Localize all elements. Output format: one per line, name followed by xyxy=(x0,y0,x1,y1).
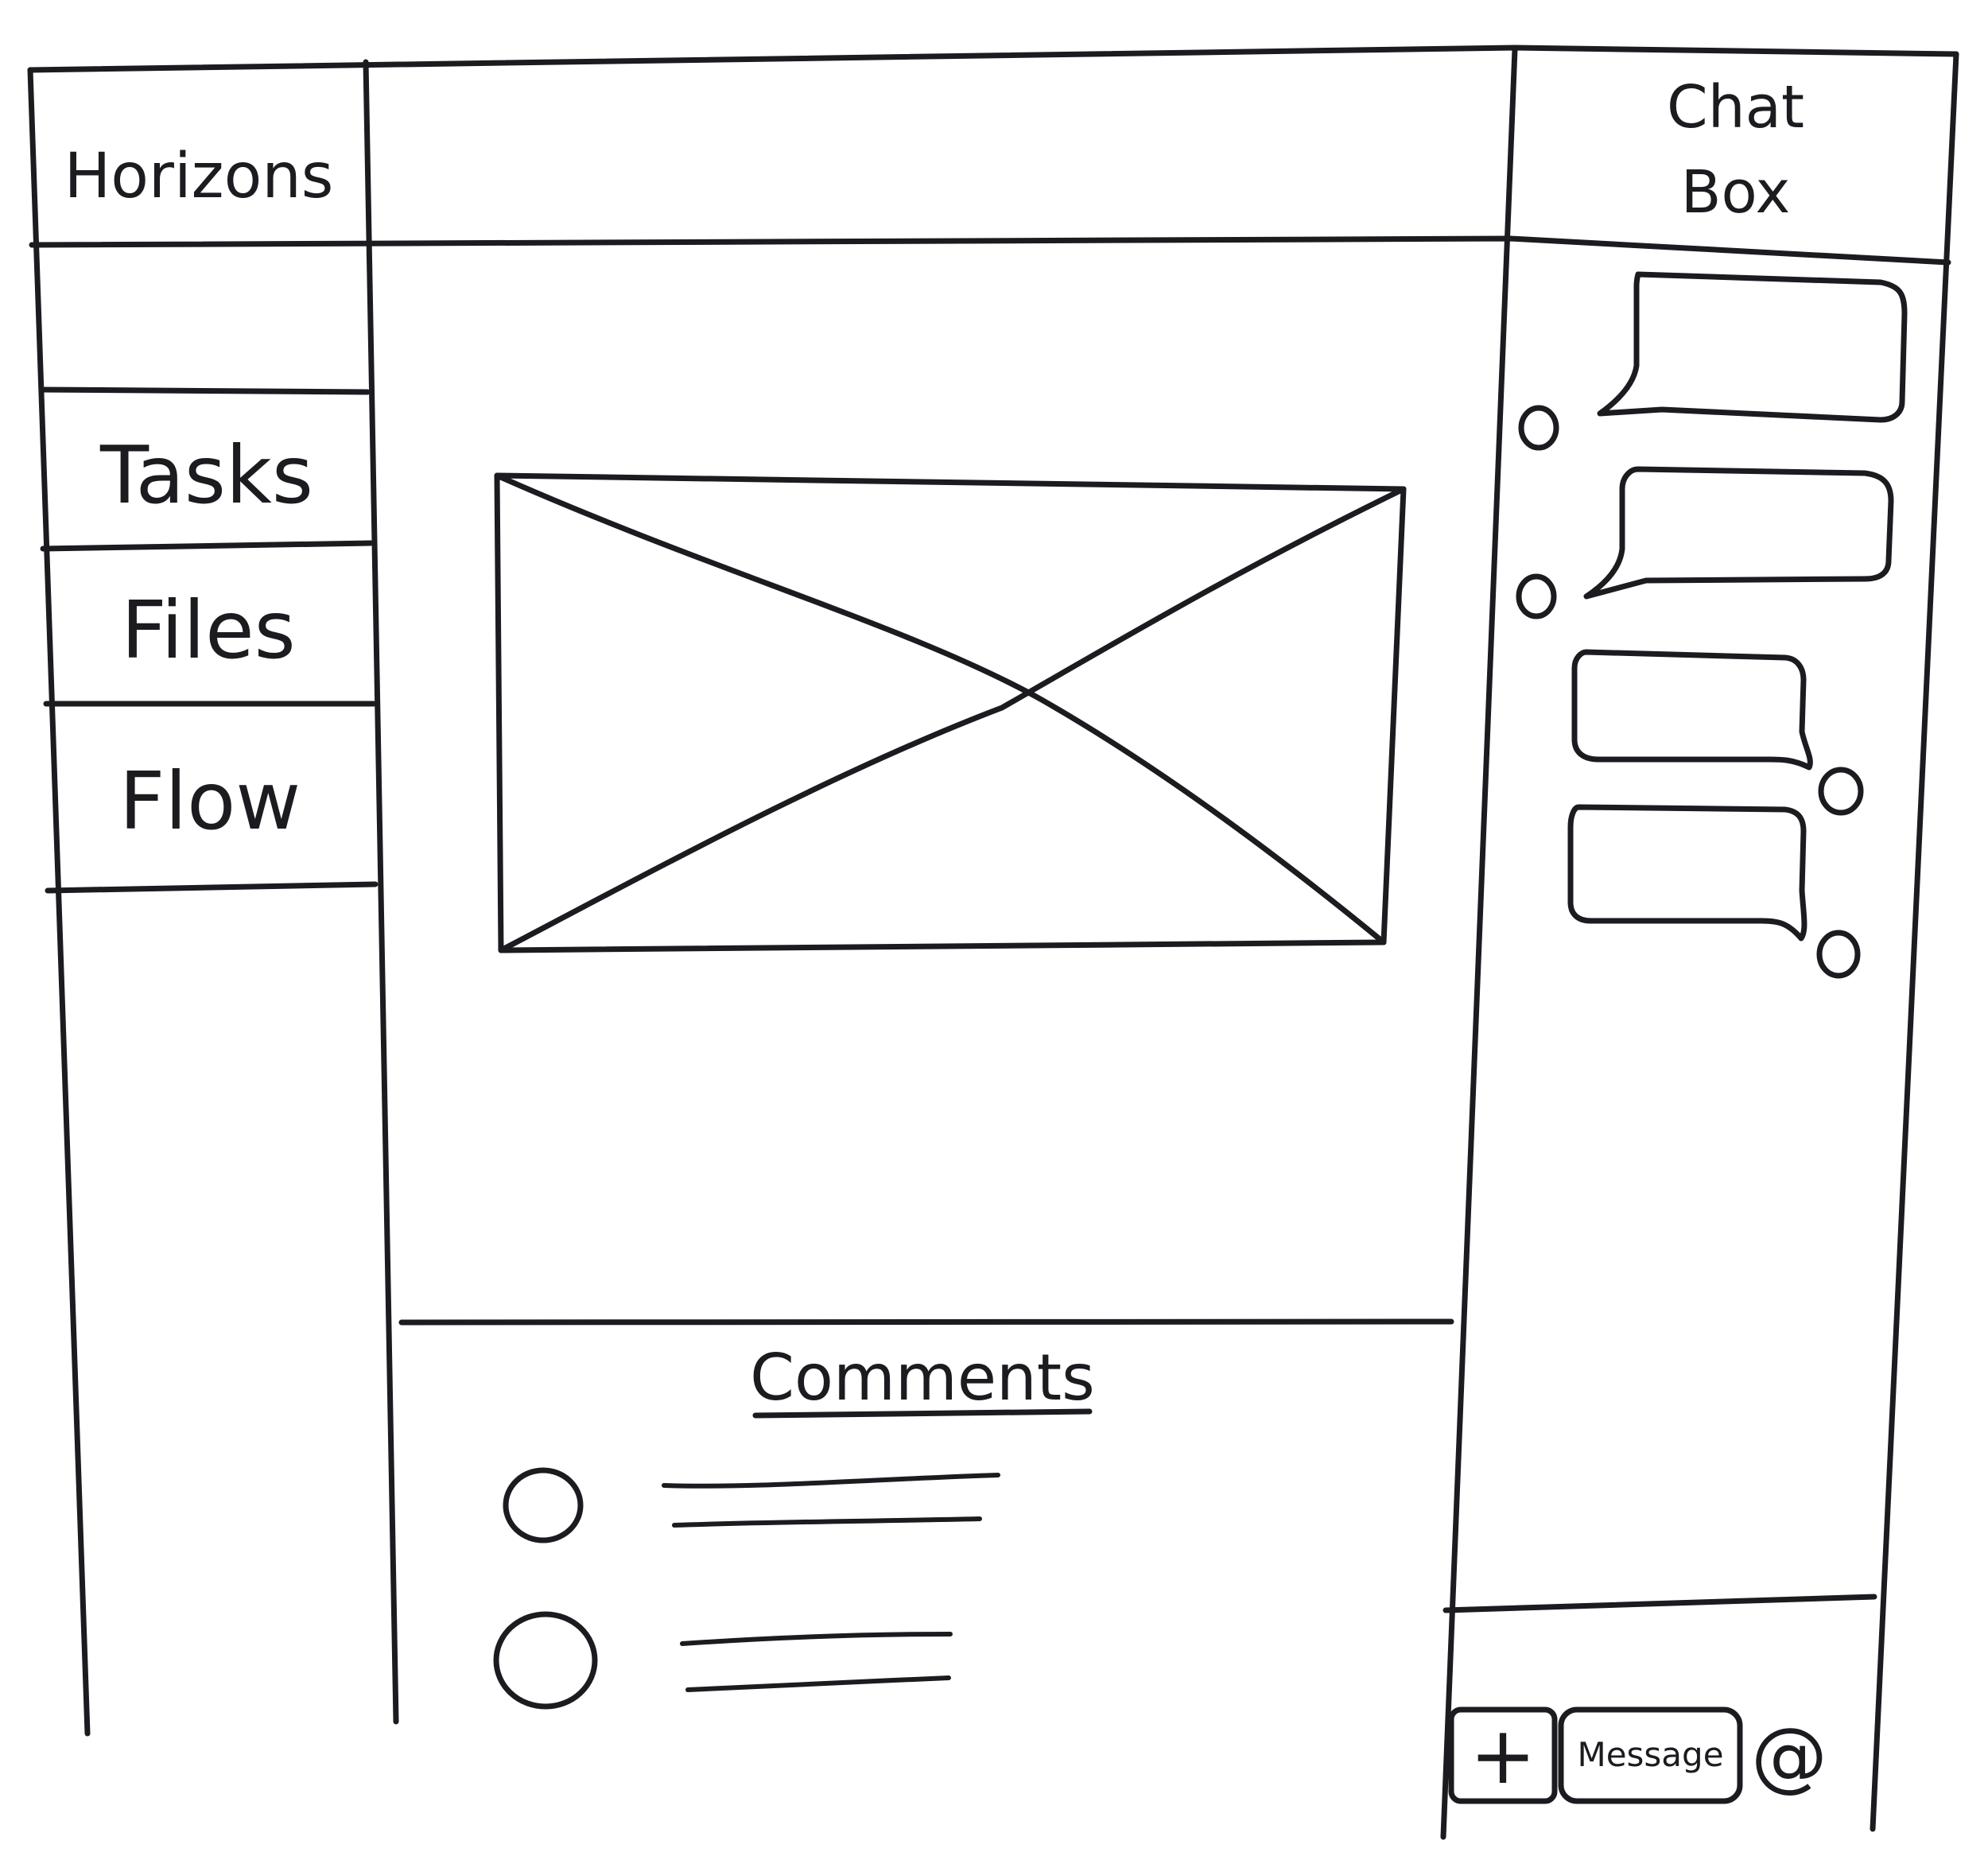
chat-title-line1: Chat xyxy=(1667,73,1804,142)
comments-underline xyxy=(752,1408,1093,1419)
sidebar-divider xyxy=(363,59,399,1725)
window-right-border xyxy=(1870,51,1959,1832)
message-input-frame xyxy=(1558,1706,1743,1804)
plus-icon: + xyxy=(1470,1709,1536,1802)
add-attachment-button[interactable]: + xyxy=(1451,1710,1555,1801)
chat-bubble-2 xyxy=(1583,466,1894,600)
chat-message-3 xyxy=(1574,652,1813,767)
chat-divider xyxy=(1440,46,1518,1840)
add-button-frame xyxy=(1448,1706,1558,1804)
sidebar-line-4 xyxy=(45,881,379,894)
chat-message-1 xyxy=(1600,274,1906,421)
app-title: Horizons xyxy=(64,141,334,212)
sidebar-item-label: Flow xyxy=(118,755,301,848)
comments-title: Comments xyxy=(750,1341,1095,1415)
comment-item-2 xyxy=(493,1610,970,1710)
chat-bubble-3 xyxy=(1571,649,1813,771)
comment-line-2a xyxy=(680,1632,953,1646)
mention-button[interactable]: @ xyxy=(1745,1710,1833,1801)
chat-bubble-1 xyxy=(1597,271,1908,423)
chat-bubble-4 xyxy=(1567,804,1807,942)
window-top-border xyxy=(27,45,1959,73)
sidebar-item-flow[interactable]: Flow xyxy=(47,706,373,885)
chat-avatar-4 xyxy=(1816,930,1861,979)
sidebar-item-tasks[interactable]: Tasks xyxy=(44,392,370,545)
image-placeholder-cross-b xyxy=(498,486,1407,953)
comment-line-1a xyxy=(662,1473,1000,1489)
sidebar-item-files[interactable]: Files xyxy=(45,547,371,702)
chat-avatar-2 xyxy=(1516,573,1557,619)
chat-input-divider xyxy=(1442,1594,1877,1613)
chat-title-line2: Box xyxy=(1680,158,1791,227)
chat-avatar-1 xyxy=(1518,405,1559,451)
header-divider xyxy=(29,235,1951,266)
comment-item-1 xyxy=(501,1467,1010,1547)
image-placeholder xyxy=(497,476,1404,950)
chat-avatar-3 xyxy=(1818,767,1864,816)
sidebar-item-label: Tasks xyxy=(100,429,313,522)
sidebar-line-1 xyxy=(38,386,371,395)
sidebar-item-label: Files xyxy=(121,584,296,677)
comment-avatar-2 xyxy=(493,1611,598,1710)
chat-message-2 xyxy=(1586,469,1893,596)
at-icon: @ xyxy=(1751,1711,1827,1800)
sidebar-line-2 xyxy=(40,540,374,552)
message-input[interactable]: Message xyxy=(1561,1710,1740,1801)
comment-avatar-1 xyxy=(503,1467,584,1543)
comment-line-2b xyxy=(685,1675,951,1692)
chat-message-4 xyxy=(1571,807,1809,938)
image-placeholder-cross-a xyxy=(494,472,1387,945)
comment-line-1b xyxy=(672,1516,982,1528)
message-placeholder: Message xyxy=(1577,1735,1724,1774)
window-left-border xyxy=(27,67,91,1737)
